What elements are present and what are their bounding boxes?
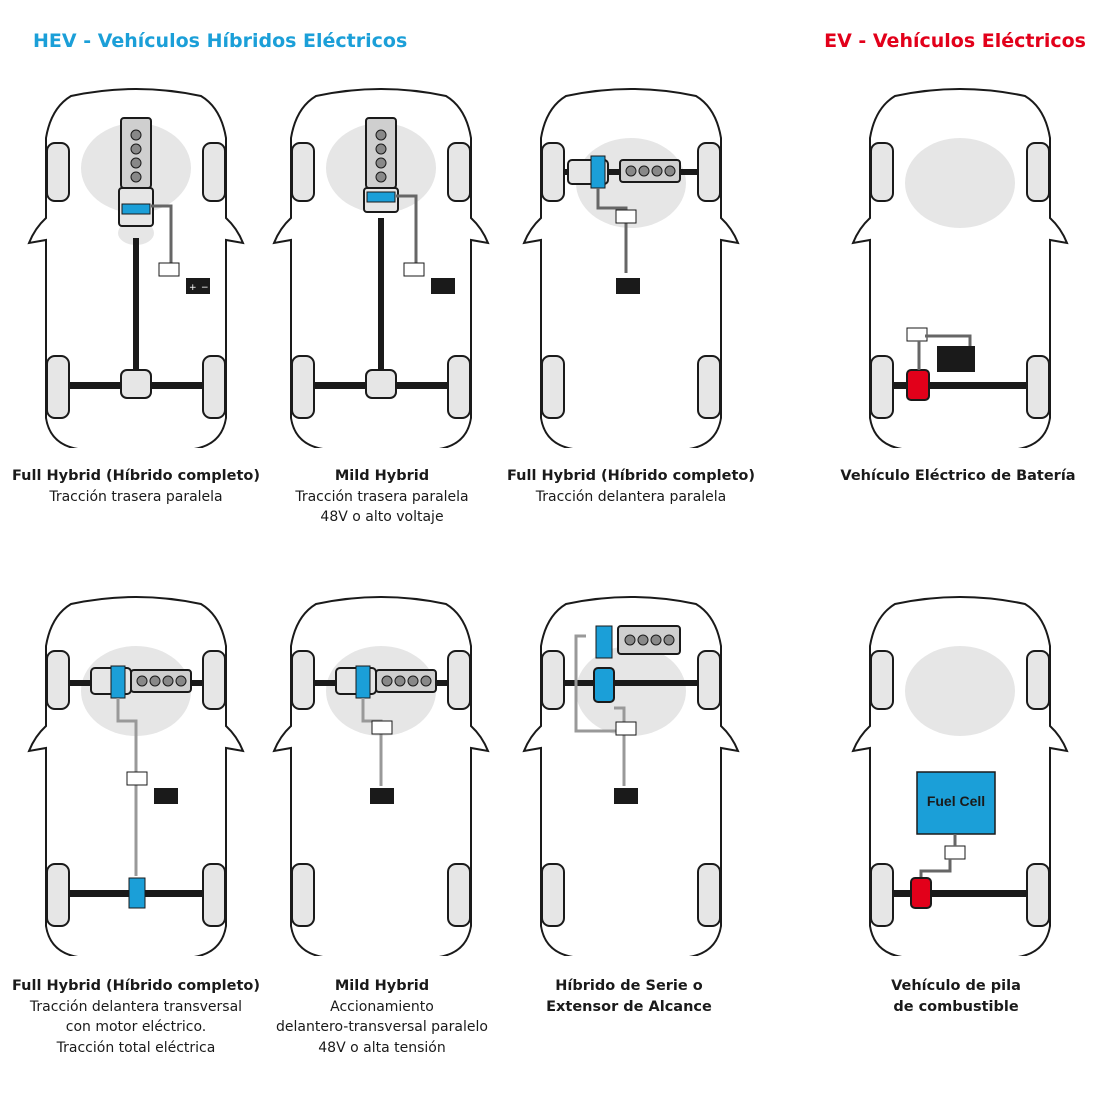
engine-icon bbox=[617, 625, 681, 655]
caption-line: Accionamiento bbox=[330, 998, 434, 1015]
caption-title: Full Hybrid (Híbrido completo) bbox=[506, 468, 755, 484]
caption-title: Full Hybrid (Híbrido completo) bbox=[11, 468, 260, 484]
vehicle-mild-hybrid-rear bbox=[266, 88, 496, 448]
inverter-icon bbox=[158, 262, 180, 277]
caption-line: delantero-transversal paralelo bbox=[276, 1019, 488, 1035]
vehicle-full-hybrid-transversal bbox=[21, 596, 251, 956]
inverter-icon bbox=[403, 262, 425, 277]
caption-title: Mild Hybrid bbox=[334, 978, 430, 994]
inverter-icon bbox=[615, 209, 637, 224]
wheel-front-right bbox=[202, 142, 226, 202]
electric-motor-icon bbox=[121, 203, 151, 215]
caption-vehicle-5: Full Hybrid (Híbrido completo) Tracción … bbox=[6, 976, 266, 1058]
caption-vehicle-6: Mild Hybrid Accionamiento delantero-tran… bbox=[252, 976, 512, 1058]
battery-icon bbox=[154, 788, 178, 804]
wheel-rear-left bbox=[46, 355, 70, 419]
battery-icon bbox=[431, 278, 455, 294]
hev-heading: HEV - Vehículos Híbridos Eléctricos bbox=[33, 30, 408, 52]
car-diagram bbox=[851, 88, 1069, 448]
caption-line: Tracción delantera paralela bbox=[535, 488, 727, 505]
car-diagram bbox=[27, 596, 245, 956]
vehicle-battery-electric bbox=[845, 88, 1075, 448]
car-diagram bbox=[522, 596, 740, 956]
wheel-rear-right bbox=[202, 355, 226, 419]
battery-icon bbox=[614, 788, 638, 804]
vehicle-series-hybrid bbox=[516, 596, 746, 956]
differential bbox=[120, 369, 152, 399]
wheel-front-left bbox=[46, 142, 70, 202]
caption-line: Tracción trasera paralela bbox=[49, 488, 223, 505]
battery-icon bbox=[616, 278, 640, 294]
electric-motor-icon bbox=[593, 667, 615, 703]
engine-icon bbox=[375, 669, 437, 693]
battery-icon bbox=[370, 788, 394, 804]
vehicle-full-hybrid-front bbox=[516, 88, 746, 448]
car-diagram: Fuel Cell bbox=[851, 596, 1069, 956]
caption-title: Full Hybrid (Híbrido completo) bbox=[11, 978, 260, 994]
battery-icon bbox=[937, 346, 975, 372]
driveshaft bbox=[133, 238, 139, 378]
electric-motor-icon bbox=[910, 877, 932, 909]
inverter-icon bbox=[906, 327, 928, 342]
electric-motor-icon bbox=[110, 665, 126, 699]
caption-line: Tracción total eléctrica bbox=[56, 1039, 216, 1056]
caption-line: Tracción trasera paralela bbox=[295, 488, 469, 505]
rear-motor-icon bbox=[128, 877, 146, 909]
caption-line: Tracción delantera transversal bbox=[29, 998, 243, 1015]
caption-title: Vehículo de pila de combustible bbox=[891, 978, 1021, 1015]
car-diagram bbox=[272, 88, 490, 448]
caption-line: con motor eléctrico. bbox=[65, 1019, 207, 1035]
inverter-icon bbox=[944, 845, 966, 860]
caption-vehicle-2: Mild Hybrid Tracción trasera paralela 48… bbox=[252, 466, 512, 528]
caption-title: Vehículo Eléctrico de Batería bbox=[840, 468, 1076, 484]
electric-motor-icon bbox=[590, 155, 606, 189]
ev-heading: EV - Vehículos Eléctricos bbox=[824, 30, 1086, 52]
caption-line: 48V o alto voltaje bbox=[320, 509, 444, 525]
caption-line: 48V o alta tensión bbox=[318, 1039, 446, 1056]
electric-motor-icon bbox=[355, 665, 371, 699]
caption-vehicle-3: Full Hybrid (Híbrido completo) Tracción … bbox=[501, 466, 761, 507]
caption-vehicle-1: Full Hybrid (Híbrido completo) Tracción … bbox=[6, 466, 266, 507]
vehicle-fuel-cell: Fuel Cell bbox=[845, 596, 1075, 956]
battery-plus: + bbox=[189, 283, 197, 293]
caption-vehicle-8: Vehículo de pila de combustible bbox=[891, 976, 1021, 1017]
car-diagram bbox=[522, 88, 740, 448]
caption-title: Mild Hybrid bbox=[334, 468, 430, 484]
inverter-icon bbox=[126, 771, 148, 786]
inverter-icon bbox=[615, 721, 637, 736]
caption-vehicle-7: Híbrido de Serie o Extensor de Alcance bbox=[544, 976, 714, 1017]
battery-icon bbox=[186, 278, 210, 294]
engine-icon bbox=[619, 159, 681, 183]
caption-vehicle-4: Vehículo Eléctrico de Batería bbox=[828, 466, 1088, 487]
vehicle-mild-hybrid-transversal bbox=[266, 596, 496, 956]
fuel-cell-label: Fuel Cell bbox=[927, 793, 985, 809]
caption-title: Híbrido de Serie o Extensor de Alcance bbox=[546, 978, 712, 1015]
engine-icon bbox=[130, 669, 192, 693]
battery-minus: − bbox=[201, 283, 209, 293]
inverter-icon bbox=[371, 720, 393, 735]
car-diagram bbox=[272, 596, 490, 956]
vehicle-full-hybrid-rear: + − bbox=[21, 88, 251, 448]
electric-motor-icon bbox=[366, 191, 396, 203]
generator-icon bbox=[595, 625, 613, 659]
electric-motor-icon bbox=[906, 369, 930, 401]
car-diagram: + − bbox=[27, 88, 245, 448]
